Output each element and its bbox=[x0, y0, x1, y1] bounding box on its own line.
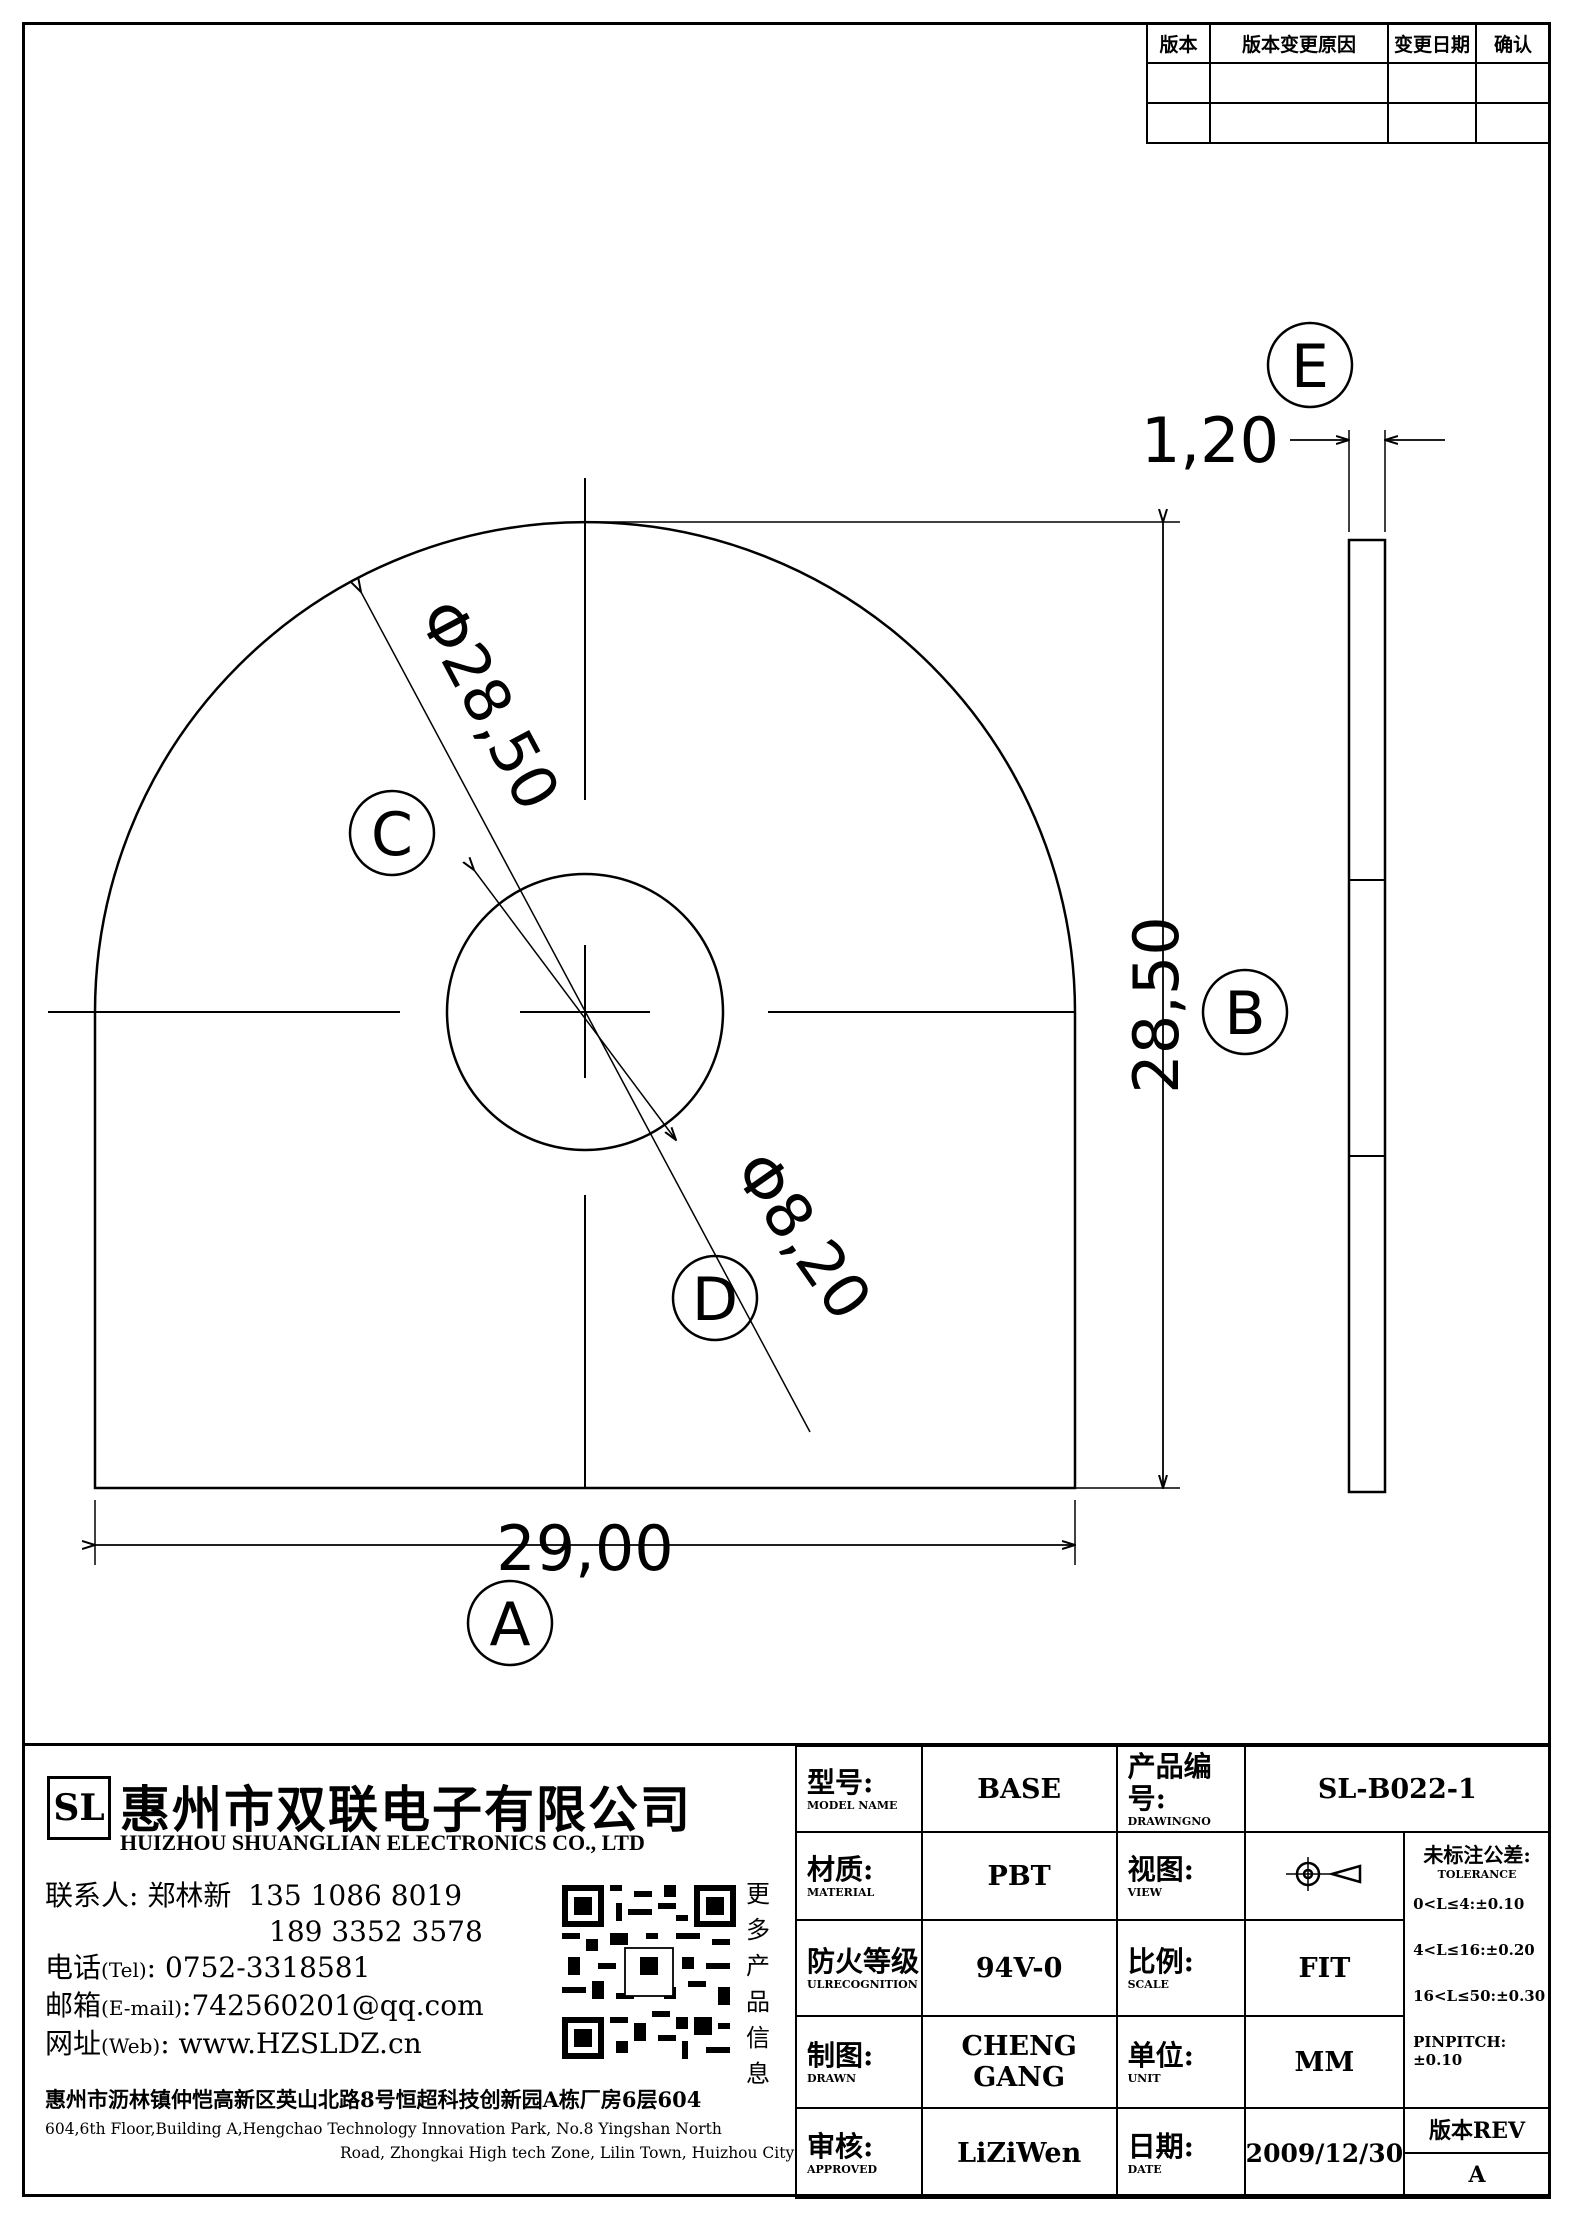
material-value: PBT bbox=[920, 1831, 1118, 1921]
more-info-vertical: 更 多 产 品 信 息 bbox=[746, 1880, 770, 2088]
approved-label-en: APPROVED bbox=[807, 2162, 878, 2176]
email-label-en: (E-mail) bbox=[101, 1996, 183, 2020]
address-en-line2: Road, Zhongkai High tech Zone, Lilin Tow… bbox=[340, 2144, 795, 2162]
rev-header-version: 版本 bbox=[1146, 22, 1211, 64]
rev-header-date: 变更日期 bbox=[1387, 22, 1477, 64]
revision-table: 版本 版本变更原因 变更日期 确认 bbox=[1146, 22, 1551, 144]
contact-label: 联系人: bbox=[45, 1879, 139, 1912]
callout-d-circle bbox=[671, 1254, 759, 1342]
tolerance-4: PINPITCH:±0.10 bbox=[1413, 2033, 1507, 2069]
date-label-en: DATE bbox=[1127, 2162, 1162, 2176]
tel-number: : 0752-3318581 bbox=[146, 1951, 371, 1984]
qr-code bbox=[562, 1885, 736, 2059]
callout-b-circle bbox=[1201, 968, 1289, 1056]
drawn-label-en: DRAWN bbox=[807, 2071, 857, 2085]
callout-d: D bbox=[692, 1265, 738, 1335]
company-name-cn: 惠州市双联电子有限公司 bbox=[120, 1780, 692, 1839]
date-value: 2009/12/30 bbox=[1243, 2107, 1406, 2199]
callout-c: C bbox=[371, 800, 413, 870]
view-label-en: VIEW bbox=[1127, 1885, 1163, 1899]
rev-header-confirm: 确认 bbox=[1475, 22, 1551, 64]
tolerance-1: 0<L≤4:±0.10 bbox=[1413, 1895, 1525, 1913]
date-label: 日期: bbox=[1127, 2129, 1194, 2163]
part-outline bbox=[93, 520, 1077, 1490]
rev-value: A bbox=[1468, 2162, 1486, 2188]
view-label: 视图: bbox=[1127, 1852, 1194, 1886]
address-en-line1: 604,6th Floor,Building A,Hengchao Techno… bbox=[45, 2120, 722, 2138]
model-label: 型号: bbox=[807, 1765, 874, 1799]
email-label: 邮箱 bbox=[45, 1989, 102, 2022]
approved-value: LiZiWen bbox=[920, 2107, 1118, 2199]
title-block-table: 型号: MODEL NAME BASE 产品编号: DRAWINGNO SL-B… bbox=[795, 1745, 1552, 2199]
contact-block: 联系人: 郑林新 135 1086 8019 189 3352 3578 电话(… bbox=[45, 1878, 484, 2064]
ul-value: 94V-0 bbox=[920, 1919, 1118, 2017]
material-label-en: MATERIAL bbox=[807, 1885, 875, 1899]
tel-label-en: (Tel) bbox=[101, 1958, 147, 1982]
callout-c-circle bbox=[348, 789, 436, 877]
company-logo: SL bbox=[47, 1776, 111, 1840]
ul-label-en: ULRECOGNITION bbox=[807, 1977, 918, 1991]
tel-label: 电话 bbox=[45, 1951, 102, 1984]
model-value: BASE bbox=[920, 1745, 1118, 1833]
drawing-no-label-en: DRAWINGNO bbox=[1127, 1814, 1211, 1828]
drawing-sheet bbox=[22, 22, 1551, 2197]
unit-value: MM bbox=[1243, 2015, 1406, 2109]
tolerance-label-en: TOLERANCE bbox=[1437, 1868, 1517, 1881]
scale-value: FIT bbox=[1243, 1919, 1406, 2017]
ul-label: 防火等级 bbox=[807, 1944, 920, 1978]
rev-header-reason: 版本变更原因 bbox=[1209, 22, 1389, 64]
dim-hole-diameter-text: Φ8,20 bbox=[719, 1138, 886, 1333]
phone-1: 135 1086 8019 bbox=[248, 1879, 463, 1912]
web-label-en: (Web) bbox=[101, 2034, 161, 2058]
third-angle-projection-icon bbox=[1286, 1857, 1362, 1891]
scale-label: 比例: bbox=[1127, 1944, 1194, 1978]
technical-drawing: 29,00 28,50 Φ28,50 Φ8,20 1,20 A B C D E bbox=[48, 321, 1445, 1667]
tolerance-label: 未标注公差: bbox=[1423, 1843, 1531, 1867]
phone-2: 189 3352 3578 bbox=[269, 1915, 483, 1948]
callout-e: E bbox=[1291, 332, 1329, 402]
rev-label: 版本REV bbox=[1405, 2110, 1549, 2154]
side-view bbox=[1347, 538, 1387, 1494]
address-cn: 惠州市沥林镇仲恺高新区英山北路8号恒超科技创新园A栋厂房6层604 bbox=[45, 2087, 702, 2112]
email-address: :742560201@qq.com bbox=[182, 1989, 484, 2022]
tolerance-2: 4<L≤16:±0.20 bbox=[1413, 1941, 1535, 1959]
callout-b: B bbox=[1224, 979, 1265, 1049]
dim-thickness-text: 1,20 bbox=[1141, 404, 1279, 477]
company-name-en: HUIZHOU SHUANGLIAN ELECTRONICS CO., LTD bbox=[120, 1830, 645, 1855]
drawing-no-value: SL-B022-1 bbox=[1243, 1745, 1552, 1833]
model-label-en: MODEL NAME bbox=[807, 1798, 898, 1812]
web-label: 网址 bbox=[45, 2027, 102, 2060]
callout-a-circle bbox=[466, 1579, 554, 1667]
unit-label: 单位: bbox=[1127, 2038, 1194, 2072]
contact-name: 郑林新 bbox=[147, 1879, 232, 1912]
tolerance-3: 16<L≤50:±0.30 bbox=[1413, 1987, 1546, 2005]
callout-a: A bbox=[489, 1590, 530, 1660]
callout-e-circle bbox=[1266, 321, 1354, 409]
drawn-label: 制图: bbox=[807, 2038, 874, 2072]
drawn-value: CHENG GANG bbox=[920, 2015, 1118, 2109]
dim-outer-diameter-text: Φ28,50 bbox=[404, 588, 575, 822]
title-block-frame bbox=[22, 1743, 1551, 2197]
dim-width-text: 29,00 bbox=[496, 1512, 674, 1585]
drawing-no-label: 产品编号: bbox=[1127, 1749, 1212, 1815]
scale-label-en: SCALE bbox=[1127, 1977, 1169, 1991]
material-label: 材质: bbox=[807, 1852, 874, 1886]
unit-label-en: UNIT bbox=[1127, 2071, 1161, 2085]
company-header: 惠州市双联电子有限公司 bbox=[120, 1770, 692, 1842]
dim-height-text: 28,50 bbox=[1120, 916, 1193, 1094]
web-address: : www.HZSLDZ.cn bbox=[160, 2027, 422, 2060]
approved-label: 审核: bbox=[807, 2129, 874, 2163]
projection-symbol bbox=[1243, 1831, 1406, 1921]
